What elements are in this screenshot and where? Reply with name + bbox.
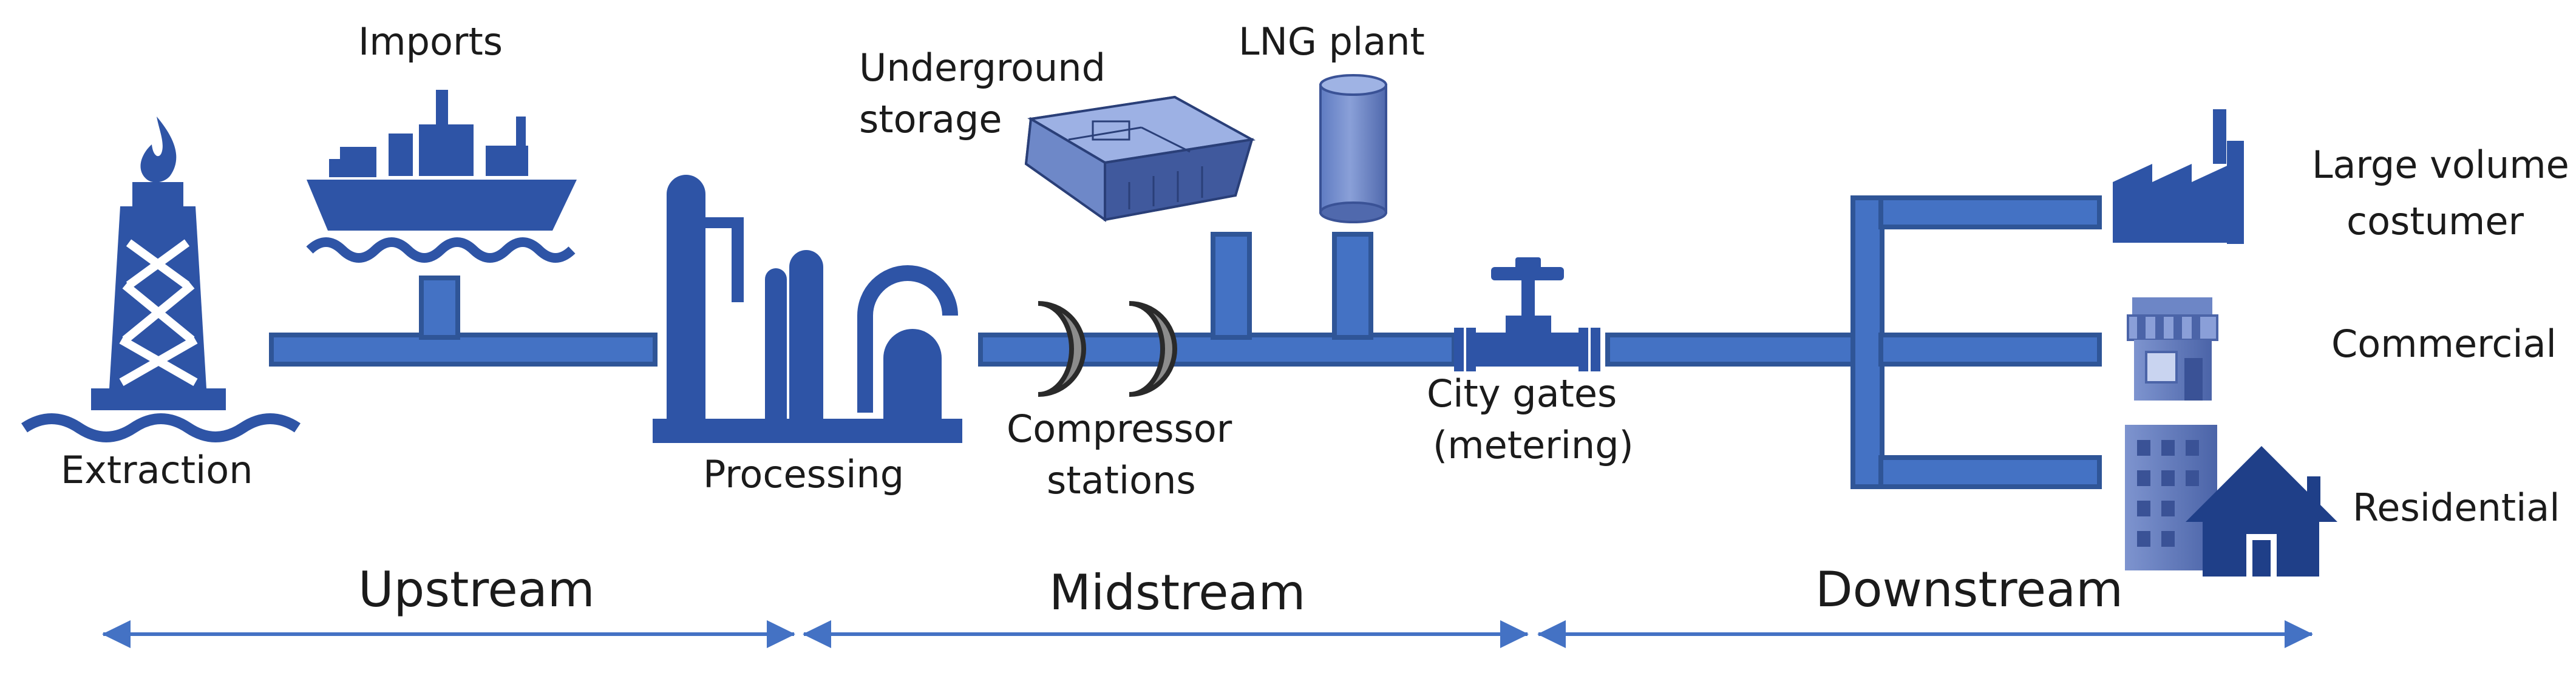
pipe-upstream [269, 333, 658, 367]
shop-icon [2127, 297, 2218, 401]
stage-downstream: Downstream [1815, 561, 2124, 618]
stage-upstream: Upstream [358, 561, 595, 618]
label-large-volume-line2: costumer [2347, 199, 2524, 243]
label-city-gates-line2: (metering) [1433, 423, 1634, 467]
pipe-downstream [1605, 333, 1870, 367]
compressor-icon [1038, 301, 1177, 397]
pipe-manifold [1850, 195, 1884, 489]
ship-icon [306, 90, 577, 263]
valve-icon [1454, 257, 1600, 371]
pipe-branch-large [1878, 195, 2102, 229]
label-imports: Imports [358, 19, 503, 64]
pipe-branch-residential [1878, 455, 2102, 489]
underground-storage-icon [1024, 95, 1256, 222]
label-processing: Processing [703, 452, 905, 496]
label-compressor-line2: stations [1047, 458, 1196, 502]
pipe-storage-branch [1211, 232, 1252, 340]
factory-icon [2113, 109, 2244, 244]
stage-midstream: Midstream [1049, 564, 1306, 621]
residential-icon [2125, 425, 2337, 577]
pipe-branch-commercial [1878, 333, 2102, 367]
pipe-import-branch [419, 276, 460, 340]
processing-plant-icon [653, 175, 962, 443]
label-extraction: Extraction [61, 448, 253, 492]
label-lng-plant: LNG plant [1239, 19, 1425, 64]
label-commercial: Commercial [2331, 322, 2557, 366]
label-underground-storage-line1: Underground [859, 46, 1106, 90]
stage-arrows [102, 620, 2313, 648]
label-city-gates-line1: City gates [1427, 371, 1617, 416]
label-residential: Residential [2353, 485, 2560, 530]
lng-tank-icon [1319, 74, 1387, 223]
pipeline-segments [269, 195, 2102, 489]
label-compressor-line1: Compressor [1007, 407, 1232, 451]
label-underground-storage-line2: storage [859, 97, 1002, 141]
label-large-volume-line1: Large volume [2312, 143, 2569, 187]
oil-rig-icon [21, 117, 301, 442]
pipe-lng-branch [1332, 232, 1373, 340]
